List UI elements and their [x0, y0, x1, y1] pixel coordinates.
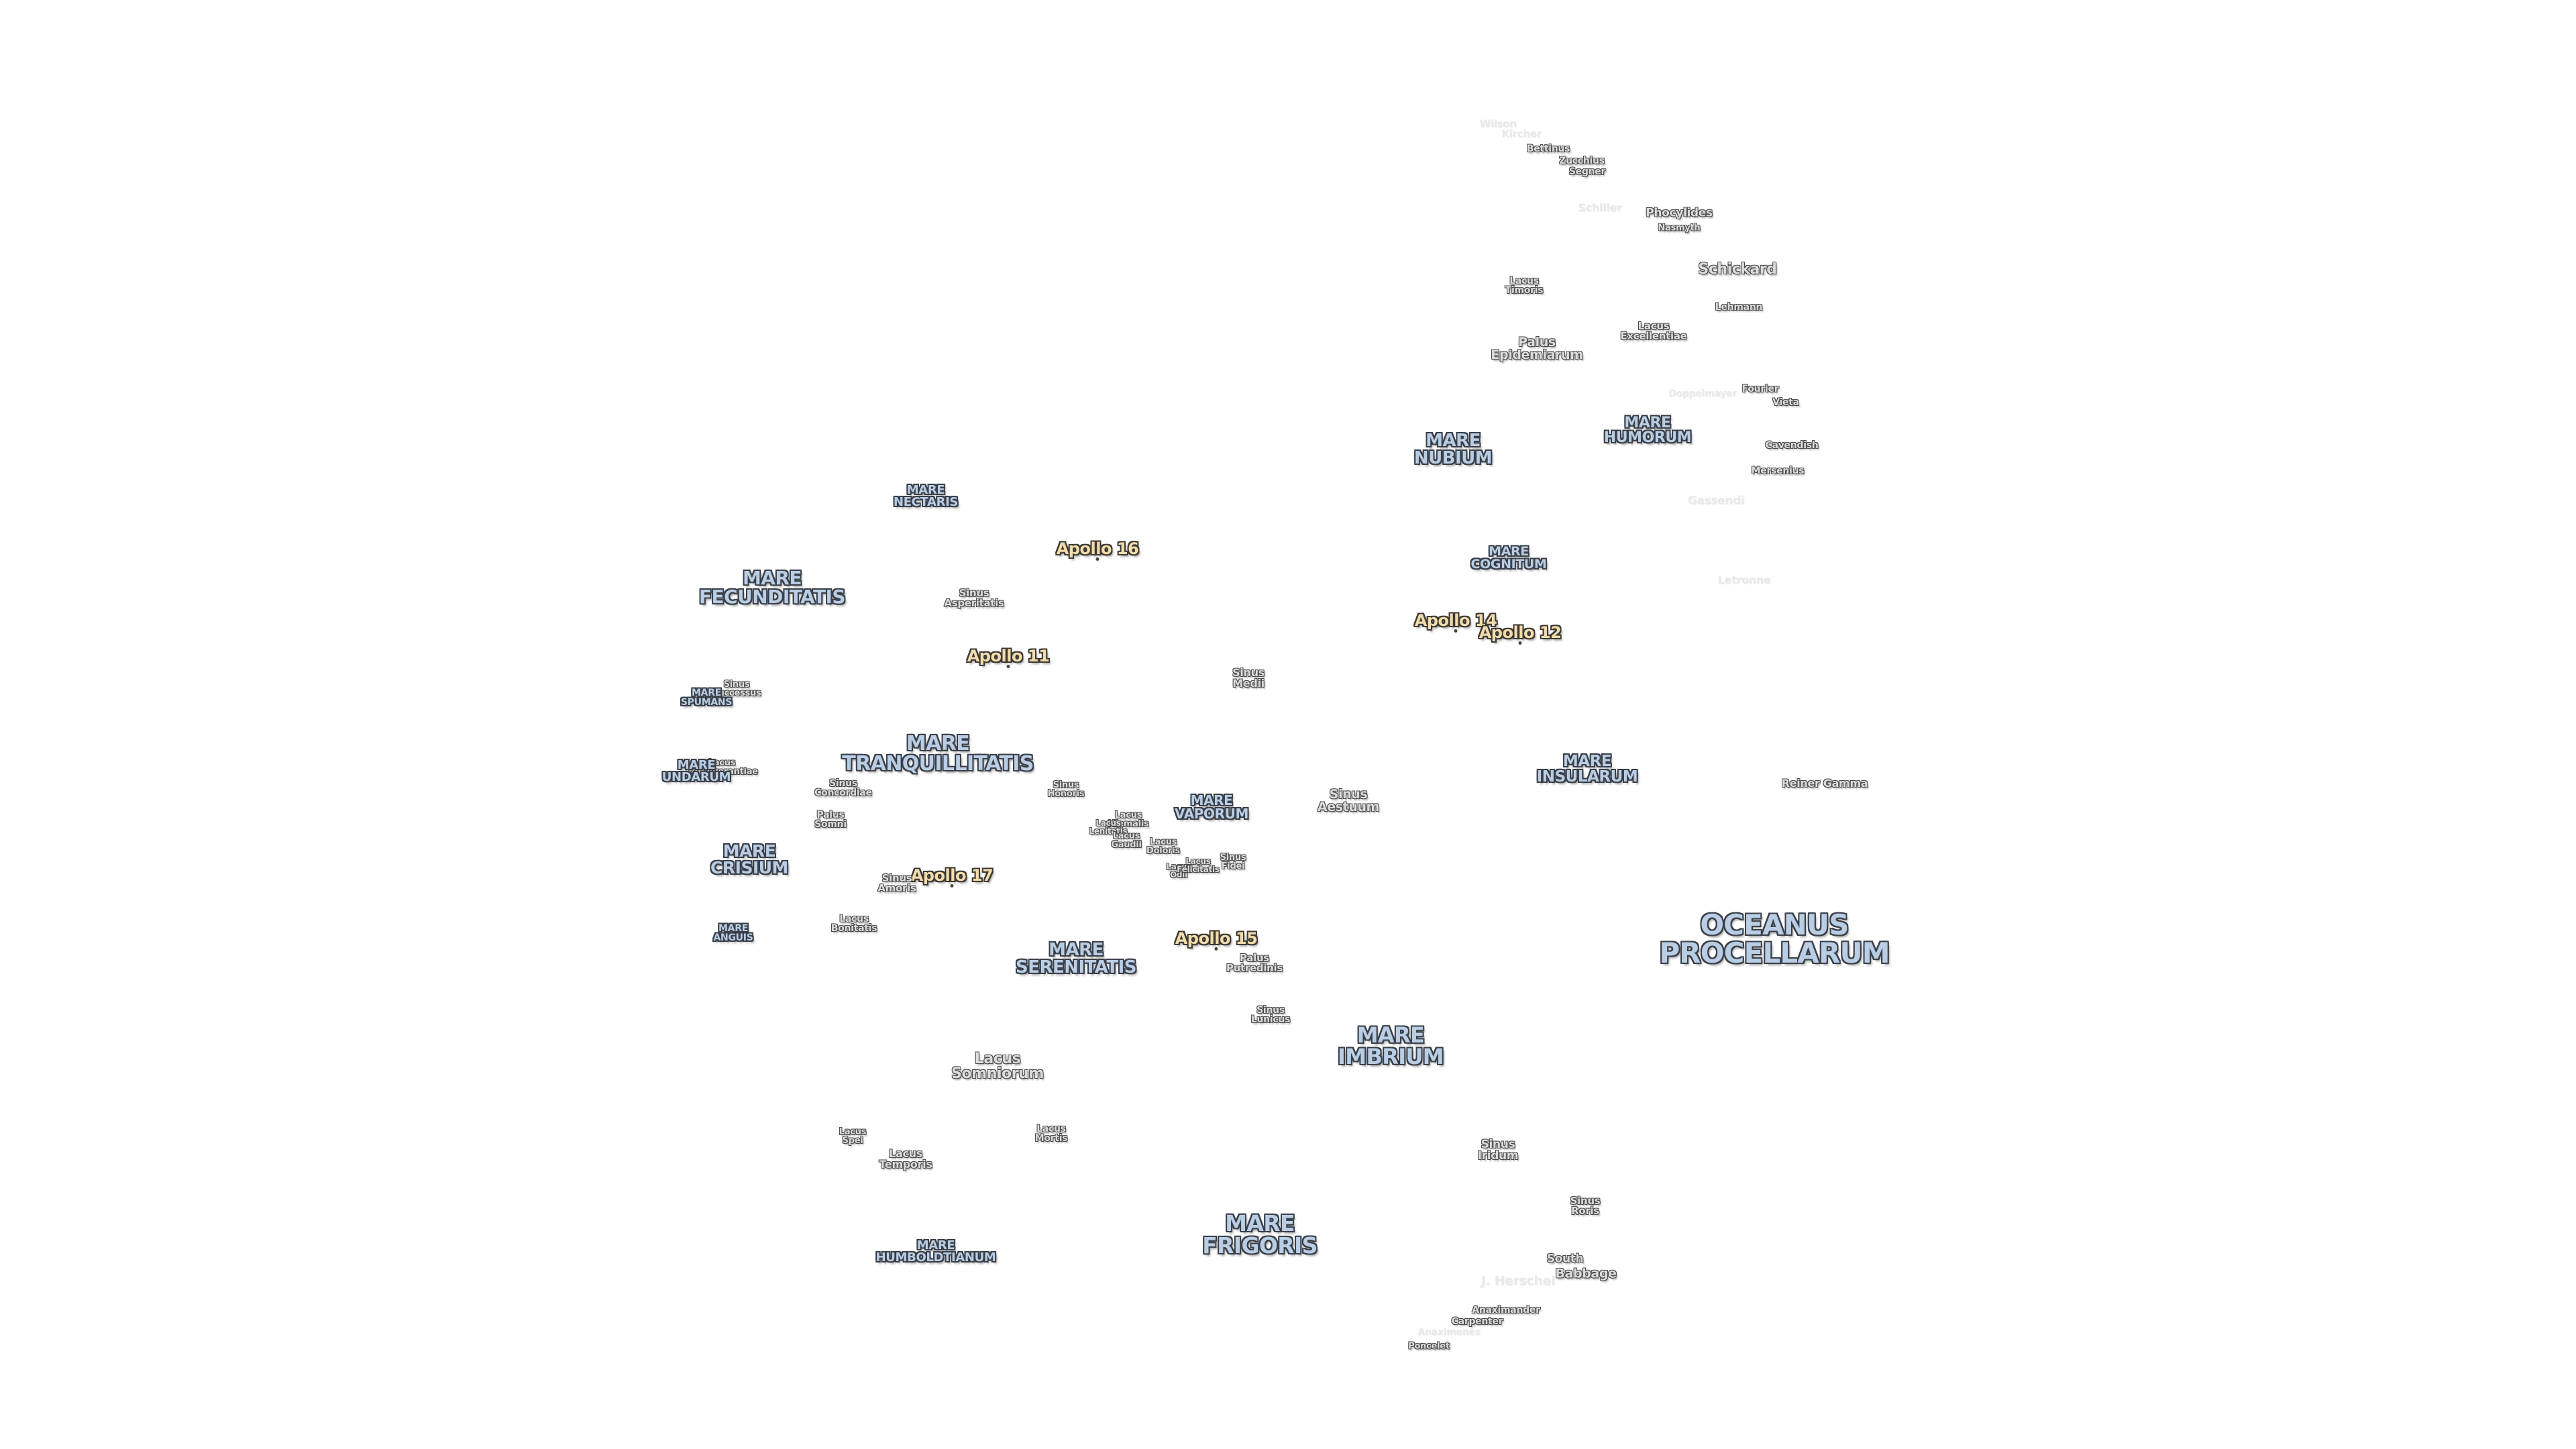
- label-babbage: Babbage: [1555, 1266, 1617, 1281]
- landing-site-marker: [1214, 947, 1218, 951]
- label-fourier: Fourier: [1741, 384, 1779, 394]
- label-sinus-successus: Sinus Successus: [712, 680, 761, 698]
- label-lacus-perseverantiae: Lacus Perseverantiae: [686, 758, 758, 777]
- label-kircher: Kircher: [1501, 127, 1542, 140]
- label-lacus-temporis: Lacus Temporis: [879, 1147, 932, 1171]
- label-reiner-gamma: Reiner Gamma: [1781, 777, 1868, 790]
- label-lehmann: Lehmann: [1715, 302, 1763, 313]
- label-palus-putredinis: Palus Putredinis: [1226, 952, 1283, 974]
- label-apollo-17: Apollo 17: [910, 866, 994, 885]
- label-lacus-spei: Lacus Spei: [839, 1127, 867, 1146]
- label-lacus-somniorum: Lacus Somniorum: [951, 1051, 1044, 1082]
- label-south: South: [1546, 1252, 1584, 1266]
- label-apollo-15: Apollo 15: [1175, 929, 1258, 948]
- label-palus-somni: Palus Somni: [814, 810, 847, 830]
- label-mare-nubium: MARE NUBIUM: [1413, 431, 1493, 468]
- label-poncelet: Poncelet: [1408, 1341, 1450, 1352]
- label-mare-vaporum: MARE VAPORUM: [1174, 792, 1249, 822]
- label-segner: Segner: [1568, 166, 1606, 177]
- label-gassendi: Gassendi: [1687, 494, 1745, 508]
- label-j-herschel: J. Herschel: [1481, 1273, 1556, 1289]
- label-anaximenes: Anaximenes: [1417, 1327, 1481, 1338]
- label-lacus-gaudii: Lacus Gaudii: [1111, 831, 1142, 850]
- label-apollo-11: Apollo 11: [967, 647, 1050, 665]
- label-mare-tranquillitatis: MARE TRANQUILLITATIS: [842, 732, 1034, 775]
- label-mare-nectaris: MARE NECTARIS: [893, 483, 959, 509]
- label-doppelmayer: Doppelmayer: [1668, 388, 1737, 399]
- label-wilson: Wilson: [1479, 117, 1517, 130]
- label-lacus-felicitatis: Lacus Felicitatis: [1177, 857, 1220, 874]
- landing-site-marker: [1006, 665, 1010, 669]
- label-mare-undarum: MARE UNDARUM: [661, 758, 731, 784]
- label-schickard: Schickard: [1698, 261, 1777, 278]
- label-oceanus-procellarum: OCEANUS PROCELLARUM: [1659, 908, 1890, 969]
- label-sinus-iridum: Sinus Iridum: [1477, 1138, 1519, 1163]
- label-mare-anguis: MARE ANGUIS: [713, 923, 753, 943]
- label-vieta: Vieta: [1772, 397, 1799, 408]
- label-lacus-mortis: Lacus Mortis: [1034, 1124, 1068, 1144]
- label-sinus-concordiae: Sinus Concordiae: [814, 778, 872, 798]
- label-sinus-roris: Sinus Roris: [1570, 1195, 1601, 1217]
- label-lacus-hiemalis: Lacus Hiemalis: [1108, 810, 1149, 829]
- label-mersenius: Mersenius: [1751, 466, 1805, 476]
- label-schiller: Schiller: [1578, 201, 1622, 214]
- label-sinus-aestuum: Sinus Aestuum: [1317, 787, 1380, 814]
- label-nasmyth: Nasmyth: [1658, 223, 1701, 233]
- label-sinus-amoris: Sinus Amoris: [877, 872, 916, 894]
- label-mare-fecunditatis: MARE FECUNDITATIS: [698, 567, 846, 608]
- label-lacus-bonitatis: Lacus Bonitatis: [830, 914, 877, 934]
- label-lacus-odii: Lacus Odii: [1166, 862, 1191, 879]
- landing-site-marker: [1095, 557, 1099, 561]
- label-palus-epidemiarum: Palus Epidemiarum: [1491, 335, 1583, 362]
- label-mare-serenitatis: MARE SERENITATIS: [1016, 940, 1136, 977]
- label-zucchius: Zucchius: [1559, 156, 1605, 166]
- label-mare-insularum: MARE INSULARUM: [1536, 753, 1638, 786]
- label-apollo-14: Apollo 14: [1414, 611, 1497, 630]
- label-mare-crisium: MARE CRISIUM: [710, 841, 788, 877]
- label-lacus-timoris: Lacus Timoris: [1505, 276, 1544, 296]
- label-anaximander: Anaximander: [1472, 1305, 1540, 1316]
- label-sinus-medii: Sinus Medii: [1232, 666, 1265, 690]
- landing-site-marker: [1518, 641, 1522, 645]
- label-bettinus: Bettinus: [1526, 144, 1570, 154]
- label-apollo-12: Apollo 12: [1479, 623, 1562, 642]
- label-mare-frigoris: MARE FRIGORIS: [1202, 1210, 1318, 1258]
- label-lacus-doloris: Lacus Doloris: [1146, 837, 1180, 856]
- label-lacus-lenitatis: Lacus Lenitatis: [1089, 818, 1128, 836]
- landing-site-marker: [950, 884, 954, 888]
- label-phocylides: Phocylides: [1646, 206, 1713, 220]
- label-mare-spumans: MARE SPUMANS: [680, 688, 733, 708]
- label-mare-humorum: MARE HUMORUM: [1603, 415, 1692, 446]
- label-cavendish: Cavendish: [1765, 440, 1819, 451]
- label-sinus-honoris: Sinus Honoris: [1047, 780, 1085, 799]
- label-sinus-lunicus: Sinus Lunicus: [1250, 1005, 1291, 1025]
- label-lacus-excellentiae: Lacus Excellentiae: [1620, 320, 1687, 342]
- label-sinus-asperitatis: Sinus Asperitatis: [944, 587, 1004, 609]
- label-mare-humboldtianum: MARE HUMBOLDTIANUM: [875, 1238, 996, 1265]
- label-carpenter: Carpenter: [1451, 1316, 1503, 1327]
- landing-site-marker: [1454, 629, 1458, 633]
- label-sinus-fidei: Sinus Fidei: [1220, 853, 1246, 871]
- label-apollo-16: Apollo 16: [1056, 539, 1139, 558]
- label-mare-imbrium: MARE IMBRIUM: [1337, 1022, 1444, 1069]
- label-mare-cognitum: MARE COGNITUM: [1470, 544, 1547, 572]
- label-letronne: Letronne: [1717, 574, 1771, 586]
